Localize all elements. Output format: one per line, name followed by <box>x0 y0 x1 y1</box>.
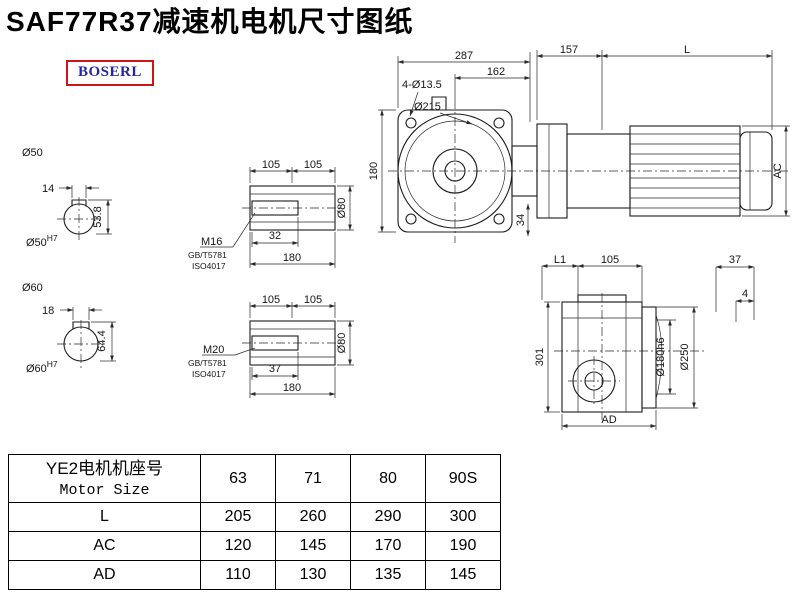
value-L-90s: 300 <box>425 502 501 532</box>
shaft-bore-view-60: Ø60 18 64.4 Ø60H7 <box>22 282 116 375</box>
table-row-L: L 205 260 290 300 <box>8 502 501 532</box>
header-motor-size-en: Motor Size <box>59 481 150 499</box>
dim-flange-dia-215: Ø215 <box>414 101 441 113</box>
dim-105-b: 105 <box>304 159 322 171</box>
row-label-AD: AD <box>8 560 201 590</box>
main-assembly-view: 287 162 4-Ø13.5 Ø215 157 L 180 34 AC <box>368 44 790 243</box>
value-L-71: 260 <box>275 502 351 532</box>
value-AC-63: 120 <box>200 531 276 561</box>
standard-iso4017-b: ISO4017 <box>192 369 226 379</box>
dim-motor-dia-AC: AC <box>772 163 784 178</box>
dim-height-180: 180 <box>368 162 380 180</box>
table-header-row: YE2电机机座号 Motor Size 63 71 80 90S <box>8 454 501 503</box>
dim-total-180-a: 180 <box>283 252 301 264</box>
dim-dia-80-a: Ø80 <box>336 198 348 219</box>
header-size-80: 80 <box>350 454 426 503</box>
dim-key-length-32: 32 <box>269 230 281 242</box>
dim-bore60-label: Ø60H7 <box>26 359 58 375</box>
value-AD-80: 135 <box>350 560 426 590</box>
brand-logo: BOSERL <box>66 60 154 86</box>
dim-105-side: 105 <box>601 254 619 266</box>
value-L-80: 290 <box>350 502 426 532</box>
dim-height-301: 301 <box>534 348 546 366</box>
header-size-90s: 90S <box>425 454 501 503</box>
dim-key-length-37: 37 <box>269 363 281 375</box>
value-AC-71: 145 <box>275 531 351 561</box>
dim-dia50-label: Ø50 <box>22 147 43 159</box>
dim-holes-4xd13-5: 4-Ø13.5 <box>402 79 442 91</box>
page-title: SAF77R37减速机电机尺寸图纸 <box>6 6 414 37</box>
dim-spigot-dia-180: Ø180h6 <box>655 337 667 376</box>
value-AD-90s: 145 <box>425 560 501 590</box>
value-AD-71: 130 <box>275 560 351 590</box>
dim-dia60-label: Ø60 <box>22 282 43 294</box>
header-size-63: 63 <box>200 454 276 503</box>
dim-spigot-4: 4 <box>742 288 748 300</box>
dim-bore50-label: Ø50H7 <box>26 233 58 249</box>
dim-105-d: 105 <box>304 294 322 306</box>
dim-flange-dia-250: Ø250 <box>679 344 691 371</box>
value-L-63: 205 <box>200 502 276 532</box>
dim-upper-162: 162 <box>487 66 505 78</box>
row-label-L: L <box>8 502 201 532</box>
dim-motor-length-L: L <box>684 44 690 56</box>
value-AC-80: 170 <box>350 531 426 561</box>
hollow-shaft-detail-m16: 105 105 32 180 Ø80 M16 GB/T5781 ISO4017 <box>188 159 354 271</box>
thread-label-m20: M20 <box>203 344 224 356</box>
shaft-bore-view-50: Ø50 14 53.8 Ø50H7 <box>22 147 112 249</box>
header-size-71: 71 <box>275 454 351 503</box>
table-row-AC: AC 120 145 170 190 <box>8 531 501 561</box>
standard-gbt5781-b: GB/T5781 <box>188 358 227 368</box>
dim-keyway-width-50: 14 <box>42 183 54 195</box>
table-row-AD: AD 110 130 135 145 <box>8 560 501 590</box>
dim-total-180-b: 180 <box>283 382 301 394</box>
dim-keyway-height-50: 53.8 <box>92 206 104 227</box>
thread-label-m16: M16 <box>201 236 222 248</box>
dim-flange-thickness-37: 37 <box>729 254 741 266</box>
dim-adapter-157: 157 <box>560 44 578 56</box>
dim-overall-287: 287 <box>455 50 473 62</box>
motor-size-table: YE2电机机座号 Motor Size 63 71 80 90S L 205 2… <box>8 454 501 590</box>
dim-step-34: 34 <box>515 214 527 226</box>
hollow-shaft-detail-m20: 105 105 37 180 Ø80 M20 GB/T5781 ISO4017 <box>188 294 354 398</box>
value-AD-63: 110 <box>200 560 276 590</box>
standard-gbt5781-a: GB/T5781 <box>188 250 227 260</box>
dim-dia-80-b: Ø80 <box>336 333 348 354</box>
standard-iso4017-a: ISO4017 <box>192 261 226 271</box>
dim-keyway-height-60: 64.4 <box>96 330 108 351</box>
dim-L1: L1 <box>554 254 566 266</box>
dim-width-AD: AD <box>601 414 616 426</box>
header-motor-size-cn: YE2电机机座号 <box>45 458 164 478</box>
technical-drawing: Ø50 14 53.8 Ø50H7 Ø60 18 64.4 Ø60H7 <box>22 44 790 430</box>
value-AC-90s: 190 <box>425 531 501 561</box>
output-side-view: L1 105 37 4 301 Ø180h6 Ø250 AD <box>534 254 755 430</box>
dim-105-c: 105 <box>262 294 280 306</box>
dim-105-a: 105 <box>262 159 280 171</box>
header-motor-size-cell: YE2电机机座号 Motor Size <box>8 454 201 503</box>
row-label-AC: AC <box>8 531 201 561</box>
dim-keyway-width-60: 18 <box>42 305 54 317</box>
